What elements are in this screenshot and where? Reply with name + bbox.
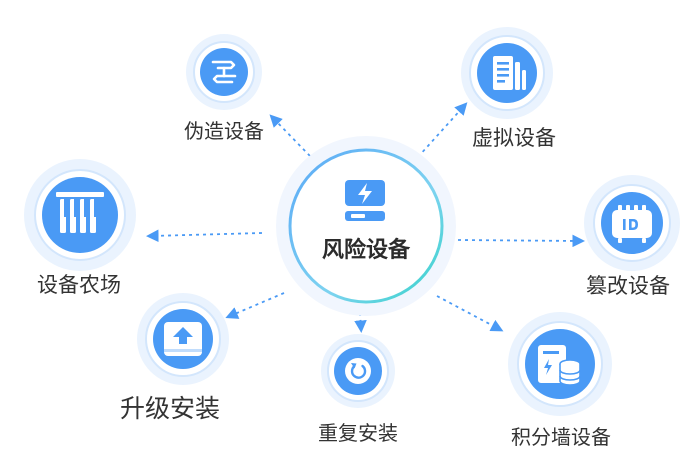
device-rack-icon [56, 192, 104, 233]
node-fake [186, 34, 262, 110]
node-label-tamper: 篡改设备 [586, 274, 670, 298]
node-virtual [461, 27, 553, 119]
node-farm [24, 159, 136, 271]
connector-virtual [417, 102, 468, 158]
upload-icon [164, 322, 202, 356]
connector-fake [269, 114, 311, 157]
node-label-fake: 伪造设备 [184, 119, 264, 143]
node-wall [508, 312, 612, 416]
node-label-upgrade: 升级安装 [119, 394, 221, 423]
document-bars-icon [493, 56, 526, 90]
node-tamper [584, 175, 680, 271]
center-label: 风险设备 [321, 238, 411, 263]
device-coins-icon [538, 345, 581, 386]
node-reinstall [321, 334, 395, 408]
node-label-wall: 积分墙设备 [511, 425, 611, 449]
node-upgrade [137, 293, 229, 385]
center-node [276, 136, 456, 316]
lightning-device-icon [345, 180, 385, 221]
node-label-reinstall: 重复安装 [318, 421, 398, 445]
connector-farm [145, 229, 263, 243]
connector-wall [436, 295, 504, 332]
id-badge-icon [612, 205, 652, 243]
connector-upgrade [225, 292, 285, 319]
connector-tamper [457, 234, 586, 248]
node-label-farm: 设备农场 [37, 273, 121, 297]
refresh-icon [345, 358, 371, 384]
route-sign-icon [211, 60, 237, 84]
node-label-virtual: 虚拟设备 [472, 126, 556, 150]
